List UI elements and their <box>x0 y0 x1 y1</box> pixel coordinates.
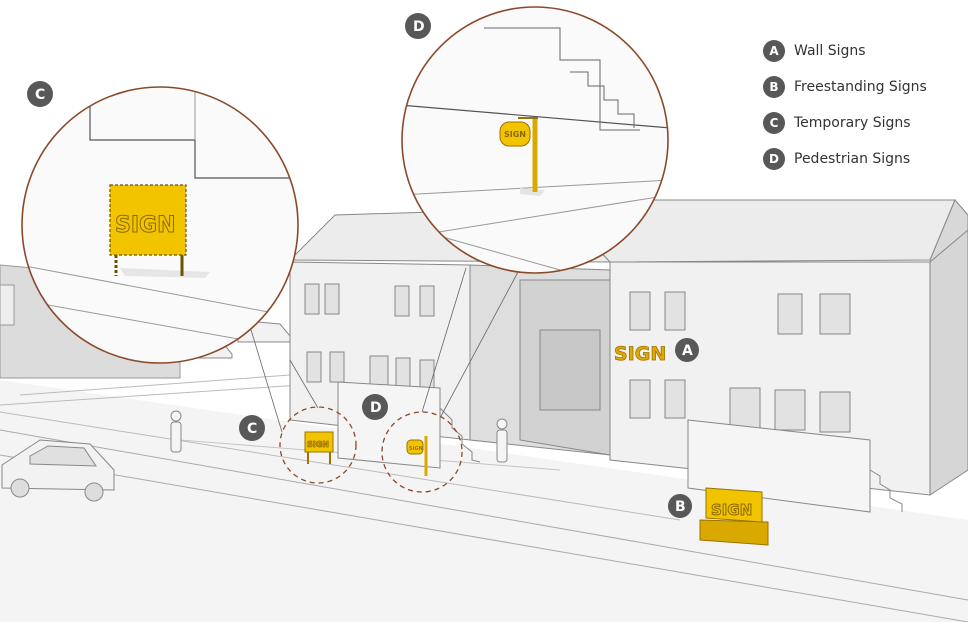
legend-label: Pedestrian Signs <box>794 151 911 167</box>
callout-b-freestanding: B <box>668 494 692 518</box>
callout-d-zoom: D <box>405 13 431 39</box>
temporary-sign-small-text: SIGN <box>307 440 329 449</box>
callout-a-letter: A <box>682 343 693 359</box>
legend-label: Wall Signs <box>794 43 866 59</box>
legend-label: Temporary Signs <box>794 115 911 131</box>
pedestrian-sign-small: SIGN <box>381 411 463 493</box>
freestanding-sign-text: SIGN <box>711 501 752 519</box>
callout-a-wall: A <box>675 338 699 362</box>
callout-d-small: D <box>362 394 388 420</box>
legend-badge: C <box>763 112 785 134</box>
car-foreground <box>1 439 115 502</box>
callout-b-letter: B <box>675 499 686 515</box>
legend: A Wall Signs B Freestanding Signs C Temp… <box>763 33 927 177</box>
pedestrian-sign-zoom-text: SIGN <box>504 130 526 139</box>
temporary-sign-zoom-text: SIGN <box>115 213 176 238</box>
temporary-sign-zoom: SIGN <box>21 86 299 364</box>
freestanding-sign: SIGN <box>699 487 769 546</box>
legend-item-freestanding-signs: B Freestanding Signs <box>763 69 927 105</box>
callout-c-zoom-letter: C <box>35 87 45 103</box>
callout-c-small: C <box>239 415 265 441</box>
callout-d-zoom-letter: D <box>413 19 425 35</box>
legend-item-temporary-signs: C Temporary Signs <box>763 105 927 141</box>
legend-label: Freestanding Signs <box>794 79 927 95</box>
legend-badge: B <box>763 76 785 98</box>
pedestrian-sign-small-text: SIGN <box>409 446 423 452</box>
legend-item-pedestrian-signs: D Pedestrian Signs <box>763 141 927 177</box>
callout-c-small-letter: C <box>247 421 257 437</box>
pedestrian-sign-zoom: SIGN <box>401 6 669 274</box>
callout-c-zoom: C <box>27 81 53 107</box>
callout-d-small-letter: D <box>370 400 382 416</box>
wall-sign: SIGN <box>614 343 666 365</box>
pedestrian-figures <box>170 410 508 463</box>
road <box>0 374 968 622</box>
legend-badge: D <box>763 148 785 170</box>
legend-item-wall-signs: A Wall Signs <box>763 33 927 69</box>
legend-badge: A <box>763 40 785 62</box>
temporary-sign-small: SIGN <box>279 406 357 484</box>
